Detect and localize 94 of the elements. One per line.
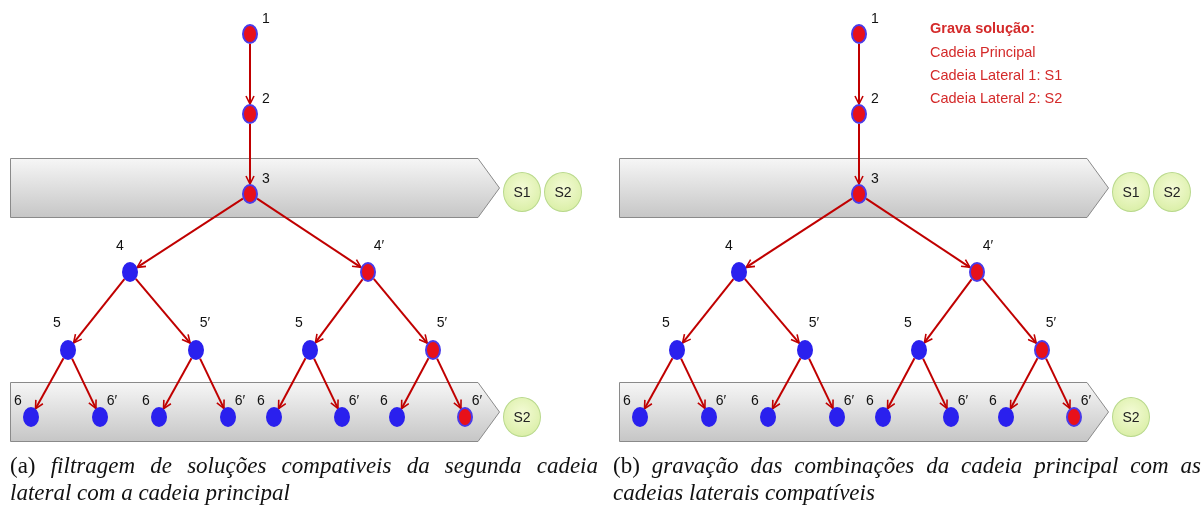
- tree-node: [669, 340, 685, 360]
- arrow: [134, 277, 192, 345]
- arrow: [680, 357, 706, 410]
- note-text: Cadeia Lateral 2: S2: [930, 90, 1063, 106]
- arrow: [400, 357, 430, 410]
- arrow: [923, 278, 973, 344]
- node-number: 4′: [373, 237, 385, 253]
- node-number: 5′: [199, 314, 211, 330]
- tree-node: [425, 340, 441, 360]
- node-number: 6′: [715, 392, 727, 408]
- node-number: 6′: [106, 392, 118, 408]
- tree-node: [242, 24, 258, 44]
- node-number: 6: [142, 392, 150, 408]
- arrow: [1009, 357, 1039, 410]
- node-number: 6′: [471, 392, 483, 408]
- arrow: [743, 277, 801, 345]
- node-number: 6: [623, 392, 631, 408]
- node-number: 5′: [436, 314, 448, 330]
- tree-node: [360, 262, 376, 282]
- tree-node: [731, 262, 747, 282]
- arrow: [313, 357, 339, 410]
- arrow: [71, 357, 97, 410]
- arrow: [372, 277, 429, 345]
- tree-node: [851, 24, 867, 44]
- node-number: 6: [989, 392, 997, 408]
- tree-node: [242, 104, 258, 124]
- solution-circle: S2: [1153, 172, 1191, 212]
- arrow: [886, 357, 916, 410]
- node-number: 6′: [843, 392, 855, 408]
- arrow: [199, 357, 225, 410]
- arrow: [681, 278, 735, 344]
- node-number: 6′: [234, 392, 246, 408]
- arrow: [245, 43, 255, 105]
- node-number: 6: [380, 392, 388, 408]
- solution-circle: S1: [1112, 172, 1150, 212]
- node-number: 1: [871, 10, 879, 26]
- tree-node: [851, 104, 867, 124]
- solution-circle: S2: [503, 397, 541, 437]
- node-number: 6: [257, 392, 265, 408]
- node-number: 4: [725, 237, 733, 253]
- arrow: [277, 357, 307, 410]
- node-number: 5: [53, 314, 61, 330]
- node-number: 4′: [982, 237, 994, 253]
- node-number: 4: [116, 237, 124, 253]
- node-number: 1: [262, 10, 270, 26]
- arrow: [162, 357, 193, 410]
- figure-caption: (a) filtragem de soluções compativeis da segunda cadeia lateral com a cadeia principal: [10, 452, 598, 506]
- node-number: 5: [295, 314, 303, 330]
- arrow: [981, 277, 1038, 345]
- node-number: 5: [662, 314, 670, 330]
- note-text: Cadeia Lateral 1: S1: [930, 67, 1063, 83]
- node-number: 5′: [808, 314, 820, 330]
- solution-circle: S1: [503, 172, 541, 212]
- arrow: [854, 123, 864, 185]
- arrow: [436, 357, 462, 410]
- node-number: 5: [904, 314, 912, 330]
- node-number: 6: [866, 392, 874, 408]
- solution-circle: S2: [1112, 397, 1150, 437]
- arrow: [745, 197, 853, 269]
- arrow: [314, 278, 364, 344]
- arrow: [1045, 357, 1071, 410]
- arrow: [643, 357, 674, 410]
- tree-node: [797, 340, 813, 360]
- note-heading: Grava solução:: [930, 20, 1035, 36]
- node-number: 6′: [348, 392, 360, 408]
- arrow: [808, 357, 834, 410]
- node-number: 6: [14, 392, 22, 408]
- arrow: [72, 278, 126, 344]
- tree-node: [60, 340, 76, 360]
- arrow: [245, 123, 255, 185]
- note-text: Cadeia Principal: [930, 44, 1036, 60]
- tree-node: [911, 340, 927, 360]
- node-number: 6′: [1080, 392, 1092, 408]
- tree-node: [1034, 340, 1050, 360]
- solution-circle: S2: [544, 172, 582, 212]
- node-number: 2: [871, 90, 879, 106]
- node-number: 3: [871, 170, 879, 186]
- tree-node: [122, 262, 138, 282]
- arrow: [136, 197, 244, 269]
- arrow: [865, 197, 971, 269]
- arrow: [771, 357, 802, 410]
- tree-node: [969, 262, 985, 282]
- node-number: 6: [751, 392, 759, 408]
- node-number: 2: [262, 90, 270, 106]
- arrow: [34, 357, 65, 410]
- node-number: 5′: [1045, 314, 1057, 330]
- tree-node: [302, 340, 318, 360]
- node-number: 3: [262, 170, 270, 186]
- figure-caption: (b) gravação das combinações da cadeia principal com as cadeias laterais compatíveis: [613, 452, 1201, 506]
- arrow: [256, 197, 362, 269]
- node-number: 6′: [957, 392, 969, 408]
- arrow: [854, 43, 864, 105]
- tree-node: [188, 340, 204, 360]
- arrow: [922, 357, 948, 410]
